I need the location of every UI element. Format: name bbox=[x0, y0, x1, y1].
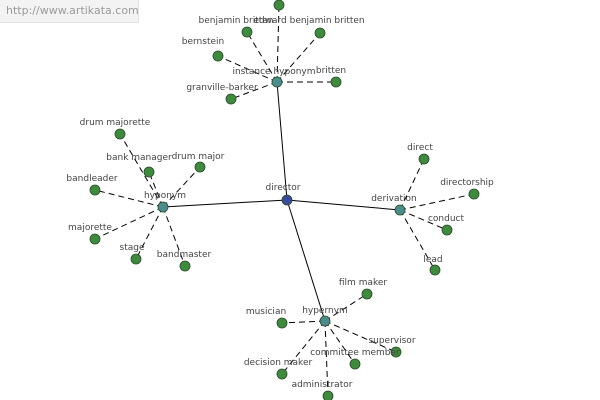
label-granville-barker: granville-barker bbox=[186, 83, 258, 93]
label-conduct: conduct bbox=[428, 214, 465, 224]
node-britten[interactable] bbox=[330, 76, 342, 88]
label-benjamin-britten: benjamin britten bbox=[198, 16, 273, 26]
node-drum-majorette[interactable] bbox=[114, 128, 126, 140]
edge-hyponym-majorette bbox=[94, 206, 164, 240]
node-drum-major[interactable] bbox=[194, 161, 206, 173]
node-edward-benjamin-britten[interactable] bbox=[314, 27, 326, 39]
node-derivation[interactable] bbox=[394, 204, 406, 216]
edge-hyponym-drum-majorette bbox=[119, 133, 164, 208]
node-lead[interactable] bbox=[429, 264, 441, 276]
edge-hypernym-committee-member bbox=[324, 320, 356, 365]
label-director: director bbox=[266, 183, 301, 193]
node-layer bbox=[89, 0, 480, 400]
label-drum-major: drum major bbox=[172, 152, 225, 162]
label-britten: britten bbox=[316, 66, 346, 76]
edge-hyponym-bandmaster bbox=[162, 206, 186, 267]
node-bernstein[interactable] bbox=[212, 50, 224, 62]
edge-instance-hyponym-edward-benjamin-britten bbox=[276, 32, 321, 83]
label-bank-manager: bank manager bbox=[106, 153, 172, 163]
edge-hyponym-bandleader bbox=[94, 189, 164, 208]
label-derivation: derivation bbox=[371, 194, 417, 204]
label-lead: lead bbox=[423, 255, 442, 265]
node-decision-maker[interactable] bbox=[276, 368, 288, 380]
node-supervisor[interactable] bbox=[390, 346, 402, 358]
label-drum-majorette: drum majorette bbox=[80, 118, 151, 128]
node-committee-member[interactable] bbox=[349, 358, 361, 370]
node-benjamin-britten[interactable] bbox=[241, 26, 253, 38]
url-banner: http://www.artikata.com bbox=[0, 0, 139, 23]
node-administrator[interactable] bbox=[322, 390, 334, 400]
label-bandmaster: bandmaster bbox=[157, 250, 212, 260]
edge-hyponym-drum-major bbox=[162, 166, 201, 208]
node-bank-manager[interactable] bbox=[143, 166, 155, 178]
label-directorship: directorship bbox=[440, 178, 494, 188]
node-film-maker[interactable] bbox=[361, 288, 373, 300]
node-musician[interactable] bbox=[276, 317, 288, 329]
label-edward-benjamin-britten: edward benjamin britten bbox=[253, 16, 364, 26]
edge-director-hypernym bbox=[286, 199, 326, 322]
node-direct[interactable] bbox=[418, 153, 430, 165]
edge-instance-hyponym-granville-barker bbox=[230, 81, 278, 100]
label-film-maker: film maker bbox=[339, 278, 388, 288]
node-instance-hyponym[interactable] bbox=[271, 76, 283, 88]
edge-layer bbox=[94, 4, 475, 397]
edge-hyponym-bank-manager bbox=[148, 171, 164, 208]
edge-hypernym-film-maker bbox=[324, 293, 368, 322]
edge-hypernym-administrator bbox=[324, 320, 329, 397]
edge-director-instance-hyponym bbox=[276, 81, 288, 201]
node-conduct[interactable] bbox=[441, 224, 453, 236]
node-director[interactable] bbox=[281, 194, 293, 206]
node-top-leaf[interactable] bbox=[273, 0, 285, 11]
node-stage[interactable] bbox=[130, 253, 142, 265]
label-administrator: administrator bbox=[292, 380, 353, 390]
edge-derivation-conduct bbox=[399, 209, 448, 231]
label-bernstein: bernstein bbox=[182, 37, 224, 47]
label-hyponym: hyponym bbox=[144, 191, 186, 201]
node-majorette[interactable] bbox=[89, 233, 101, 245]
edge-instance-hyponym-top-leaf bbox=[276, 4, 280, 83]
label-bandleader: bandleader bbox=[66, 174, 117, 184]
node-hypernym[interactable] bbox=[319, 315, 331, 327]
label-direct: direct bbox=[407, 143, 433, 153]
edge-hypernym-musician bbox=[281, 320, 326, 324]
edge-instance-hyponym-bernstein bbox=[217, 55, 278, 83]
label-instance-hyponym: instance hyponym bbox=[232, 67, 315, 77]
label-committee-member: committee member bbox=[310, 348, 400, 358]
node-hyponym[interactable] bbox=[157, 201, 169, 213]
edge-derivation-lead bbox=[399, 209, 436, 271]
node-bandmaster[interactable] bbox=[179, 260, 191, 272]
edge-director-hyponym bbox=[162, 199, 288, 208]
label-musician: musician bbox=[246, 307, 286, 317]
node-bandleader[interactable] bbox=[89, 184, 101, 196]
site-url[interactable]: http://www.artikata.com bbox=[6, 4, 139, 17]
label-supervisor: supervisor bbox=[368, 336, 415, 346]
node-directorship[interactable] bbox=[468, 188, 480, 200]
label-hypernym: hypernym bbox=[302, 306, 348, 316]
edge-hypernym-supervisor bbox=[324, 320, 397, 353]
edge-hypernym-decision-maker bbox=[281, 320, 326, 375]
label-stage: stage bbox=[120, 243, 145, 253]
edge-director-derivation bbox=[286, 199, 401, 211]
node-granville-barker[interactable] bbox=[225, 93, 237, 105]
edge-derivation-directorship bbox=[399, 193, 475, 211]
label-majorette: majorette bbox=[68, 223, 112, 233]
label-decision-maker: decision maker bbox=[244, 358, 313, 368]
